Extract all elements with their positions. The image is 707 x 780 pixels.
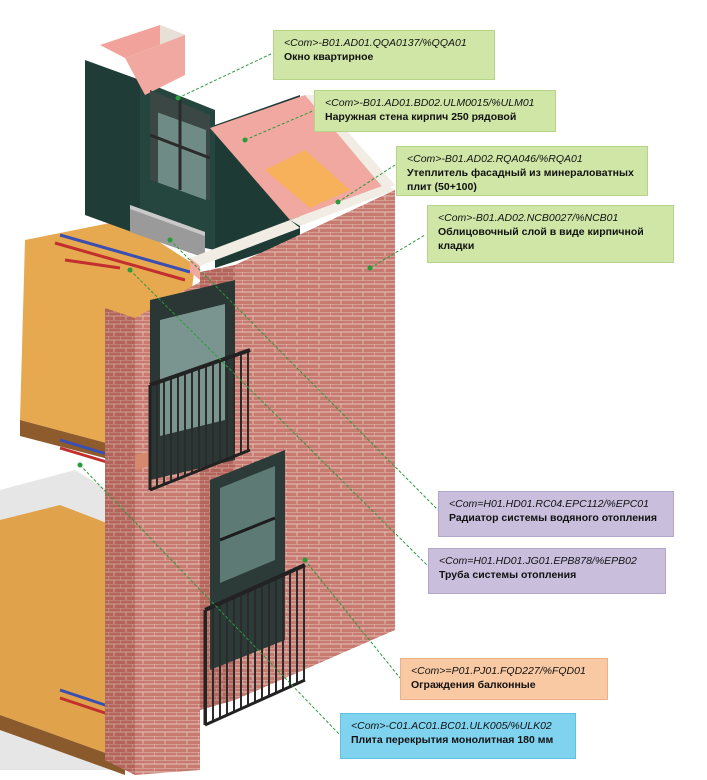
- leader-lines: [79, 51, 441, 736]
- callout-code: <Com>-B01.AD02.RQA046/%RQA01: [407, 153, 583, 165]
- callout-radiator: <Com=H01.HD01.RC04.EPC112/%EPC01 Радиато…: [438, 491, 674, 537]
- balcony-railing-lower: [203, 563, 306, 727]
- floor-slab-lower: [0, 505, 125, 760]
- callout-code: <Com>-B01.AD01.QQA0137/%QQA01: [284, 37, 467, 49]
- callout-code: <Com=H01.HD01.JG01.EPB878/%EPB02: [439, 555, 637, 567]
- callout-desc: Радиатор системы водяного отопления: [449, 512, 657, 524]
- callout-window: <Com>-B01.AD01.QQA0137/%QQA01 Окно кварт…: [273, 30, 495, 80]
- callout-desc: Утеплитель фасадный из минераловатных пл…: [407, 167, 634, 193]
- callout-code: <Com>-B01.AD01.BD02.ULM0015/%ULM01: [325, 97, 535, 109]
- wall-cut-left: [190, 220, 300, 266]
- callout-code: <Com>-B01.AD02.NCB0027/%NCB01: [438, 212, 619, 224]
- callout-insulation: <Com>-B01.AD02.RQA046/%RQA01 Утеплитель …: [396, 146, 648, 196]
- window-upper: [149, 90, 211, 200]
- callout-desc: Ограждения балконные: [411, 679, 536, 691]
- callout-desc: Облицовочный слой в виде кирпичной кладк…: [438, 226, 644, 252]
- callout-desc: Труба системы отопления: [439, 569, 577, 581]
- callout-desc: Плита перекрытия монолитная 180 мм: [351, 734, 554, 746]
- callout-heating-pipe: <Com=H01.HD01.JG01.EPB878/%EPB02 Труба с…: [428, 548, 666, 594]
- balcony-railing-upper: [148, 348, 251, 492]
- callout-code: <Com=H01.HD01.RC04.EPC112/%EPC01: [449, 498, 649, 510]
- callout-desc: Окно квартирное: [284, 51, 374, 63]
- leader-dots: [77, 95, 373, 563]
- interior-wall: [85, 60, 140, 235]
- callout-floor-slab: <Com>-C01.AC01.BC01.ULK005/%ULK02 Плита …: [340, 713, 576, 759]
- callout-desc: Наружная стена кирпич 250 рядовой: [325, 111, 517, 123]
- callout-facing-layer: <Com>-B01.AD02.NCB0027/%NCB01 Облицовочн…: [427, 205, 674, 263]
- callout-code: <Com>=P01.PJ01.FQD227/%FQD01: [411, 665, 586, 677]
- callout-code: <Com>-C01.AC01.BC01.ULK005/%ULK02: [351, 720, 552, 732]
- radiator: [130, 205, 205, 258]
- callout-balcony-railing: <Com>=P01.PJ01.FQD227/%FQD01 Ограждения …: [400, 658, 608, 700]
- callout-exterior-wall: <Com>-B01.AD01.BD02.ULM0015/%ULM01 Наруж…: [314, 90, 556, 132]
